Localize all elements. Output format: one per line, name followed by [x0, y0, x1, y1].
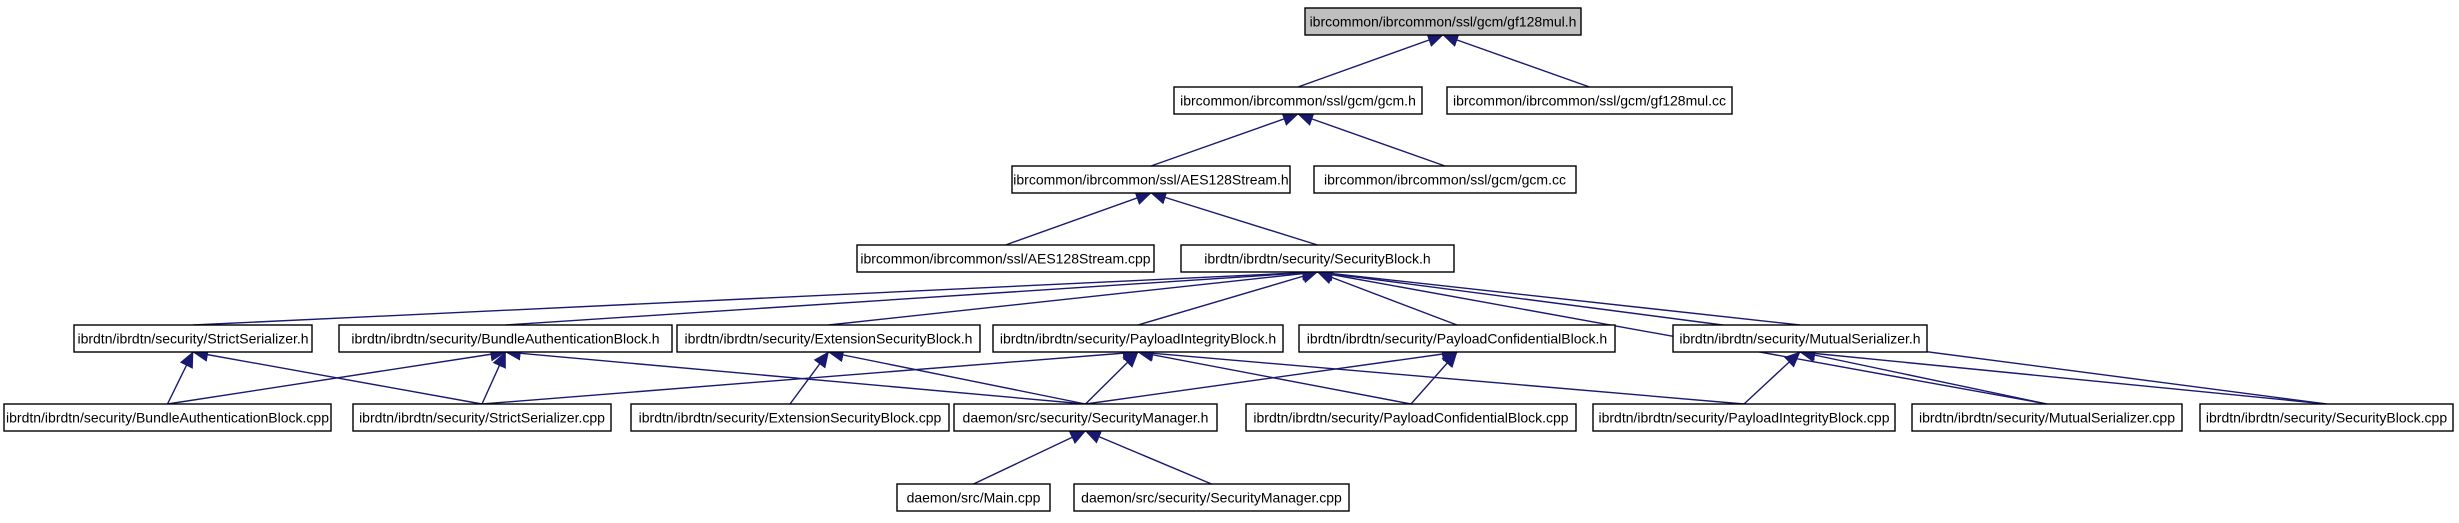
node-box[interactable]	[1672, 324, 1928, 353]
node-label: ibrdtn/ibrdtn/security/PayloadConfidenti…	[1253, 410, 1568, 426]
node-payloadconf_h[interactable]: ibrdtn/ibrdtn/security/PayloadConfidenti…	[1298, 324, 1616, 353]
edge-payloadconf_cpp-to-payloadconf_h	[1410, 351, 1458, 405]
edge-aes128stream_h-to-gcm_h	[1150, 112, 1299, 167]
edge-secmgr_h-to-payloadint_h	[1085, 351, 1139, 405]
edge-bundleauth_h-to-securityblock_h	[505, 265, 1319, 326]
node-label: ibrcommon/ibrcommon/ssl/gcm/gcm.h	[1180, 93, 1416, 109]
node-extsec_cpp[interactable]: ibrdtn/ibrdtn/security/ExtensionSecurity…	[630, 403, 950, 432]
node-mutualser_cpp[interactable]: ibrdtn/ibrdtn/security/MutualSerializer.…	[1911, 403, 2183, 432]
node-aes128stream_cpp[interactable]: ibrcommon/ibrcommon/ssl/AES128Stream.cpp	[856, 244, 1155, 273]
edge-extsec_h-to-securityblock_h	[828, 266, 1319, 326]
node-payloadint_cpp[interactable]: ibrdtn/ibrdtn/security/PayloadIntegrityB…	[1592, 403, 1896, 432]
node-label: ibrdtn/ibrdtn/security/PayloadIntegrityB…	[1598, 410, 1889, 426]
node-box[interactable]	[1011, 165, 1291, 194]
node-box[interactable]	[676, 324, 981, 353]
node-box[interactable]	[896, 483, 1051, 512]
node-bundleauth_h[interactable]: ibrdtn/ibrdtn/security/BundleAuthenticat…	[338, 324, 673, 353]
node-box[interactable]	[1073, 483, 1350, 512]
node-label: ibrdtn/ibrdtn/security/SecurityBlock.cpp	[2206, 410, 2447, 426]
node-label: daemon/src/security/SecurityManager.cpp	[1081, 490, 1342, 506]
edge-secmgr_h-to-extsec_h	[827, 347, 1086, 405]
node-label: ibrdtn/ibrdtn/security/BundleAuthenticat…	[351, 331, 659, 347]
edge-gcm_cc-to-gcm_h	[1297, 112, 1446, 167]
edge-mutualser_h-to-securityblock_h	[1316, 266, 1801, 326]
node-label: ibrdtn/ibrdtn/security/StrictSerializer.…	[77, 331, 308, 347]
edge-bundleauth_cpp-to-strictserializer_h	[166, 351, 194, 405]
node-main_cpp[interactable]: daemon/src/Main.cpp	[896, 483, 1051, 512]
edge-bundleauth_cpp-to-bundleauth_h	[167, 347, 507, 405]
node-gf128mul_h[interactable]: ibrcommon/ibrcommon/ssl/gcm/gf128mul.h	[1304, 7, 1582, 36]
node-box[interactable]	[1180, 244, 1455, 273]
node-box[interactable]	[1304, 7, 1582, 36]
edge-gf128mul_cc-to-gf128mul_h	[1442, 33, 1590, 88]
node-label: ibrcommon/ibrcommon/ssl/gcm/gcm.cc	[1324, 172, 1566, 188]
node-box[interactable]	[992, 324, 1284, 353]
node-secmgr_h[interactable]: daemon/src/security/SecurityManager.h	[953, 403, 1218, 432]
node-box[interactable]	[73, 324, 313, 353]
node-payloadint_h[interactable]: ibrdtn/ibrdtn/security/PayloadIntegrityB…	[992, 324, 1284, 353]
node-gcm_cc[interactable]: ibrcommon/ibrcommon/ssl/gcm/gcm.cc	[1313, 165, 1577, 194]
node-box[interactable]	[352, 403, 612, 432]
node-label: ibrdtn/ibrdtn/security/MutualSerializer.…	[1679, 331, 1920, 347]
edge-securityblock_cpp-to-mutualser_h	[1799, 346, 2327, 405]
edge-secmgr_cpp-to-secmgr_h	[1084, 430, 1212, 485]
node-payloadconf_cpp[interactable]: ibrdtn/ibrdtn/security/PayloadConfidenti…	[1245, 403, 1577, 432]
edge-payloadint_cpp-to-mutualser_h	[1743, 351, 1801, 405]
node-label: ibrdtn/ibrdtn/security/StrictSerializer.…	[359, 410, 605, 426]
edge-aes128stream_cpp-to-aes128stream_h	[1005, 191, 1152, 246]
edge-payloadconf_h-to-securityblock_h	[1316, 270, 1458, 326]
node-strictserializer_h[interactable]: ibrdtn/ibrdtn/security/StrictSerializer.…	[73, 324, 313, 353]
node-box[interactable]	[856, 244, 1155, 273]
node-label: ibrdtn/ibrdtn/security/ExtensionSecurity…	[639, 410, 942, 426]
node-secmgr_cpp[interactable]: daemon/src/security/SecurityManager.cpp	[1073, 483, 1350, 512]
edge-secmgr_h-to-payloadconf_h	[1085, 346, 1458, 405]
node-label: ibrdtn/ibrdtn/security/ExtensionSecurity…	[685, 331, 973, 347]
node-box[interactable]	[1173, 86, 1423, 115]
node-label: daemon/src/Main.cpp	[907, 490, 1041, 506]
node-securityblock_cpp[interactable]: ibrdtn/ibrdtn/security/SecurityBlock.cpp	[2199, 403, 2454, 432]
node-box[interactable]	[338, 324, 673, 353]
node-box[interactable]	[1911, 403, 2183, 432]
node-box[interactable]	[953, 403, 1218, 432]
node-box[interactable]	[1446, 86, 1733, 115]
node-box[interactable]	[630, 403, 950, 432]
edge-secmgr_h-to-bundleauth_h	[504, 346, 1086, 405]
edge-payloadint_cpp-to-payloadint_h	[1137, 346, 1745, 405]
node-box[interactable]	[3, 403, 332, 432]
edge-strictserializer_cpp-to-bundleauth_h	[481, 351, 507, 405]
node-box[interactable]	[1245, 403, 1577, 432]
edge-main_cpp-to-secmgr_h	[973, 430, 1087, 485]
node-label: ibrdtn/ibrdtn/security/PayloadIntegrityB…	[1000, 331, 1276, 347]
edge-gcm_h-to-gf128mul_h	[1297, 33, 1444, 88]
node-box[interactable]	[1313, 165, 1577, 194]
edge-securityblock_h-to-aes128stream_h	[1150, 190, 1318, 246]
edge-payloadint_h-to-securityblock_h	[1137, 269, 1319, 326]
node-label: ibrdtn/ibrdtn/security/MutualSerializer.…	[1919, 410, 2175, 426]
node-label: ibrcommon/ibrcommon/ssl/gcm/gf128mul.cc	[1453, 93, 1726, 109]
edge-strictserializer_cpp-to-payloadint_h	[481, 346, 1139, 405]
node-strictserializer_cpp[interactable]: ibrdtn/ibrdtn/security/StrictSerializer.…	[352, 403, 612, 432]
node-label: ibrdtn/ibrdtn/security/PayloadConfidenti…	[1307, 331, 1607, 347]
node-extsec_h[interactable]: ibrdtn/ibrdtn/security/ExtensionSecurity…	[676, 324, 981, 353]
edge-strictserializer_h-to-securityblock_h	[192, 265, 1319, 326]
node-box[interactable]	[1298, 324, 1616, 353]
edge-mutualser_cpp-to-mutualser_h	[1799, 348, 2048, 405]
node-gf128mul_cc[interactable]: ibrcommon/ibrcommon/ssl/gcm/gf128mul.cc	[1446, 86, 1733, 115]
node-mutualser_h[interactable]: ibrdtn/ibrdtn/security/MutualSerializer.…	[1672, 324, 1928, 353]
node-bundleauth_cpp[interactable]: ibrdtn/ibrdtn/security/BundleAuthenticat…	[3, 403, 332, 432]
node-box[interactable]	[1592, 403, 1896, 432]
node-label: ibrcommon/ibrcommon/ssl/AES128Stream.h	[1013, 172, 1288, 188]
node-box[interactable]	[2199, 403, 2454, 432]
node-label: daemon/src/security/SecurityManager.h	[963, 410, 1209, 426]
node-label: ibrcommon/ibrcommon/ssl/AES128Stream.cpp	[860, 251, 1150, 267]
node-aes128stream_h[interactable]: ibrcommon/ibrcommon/ssl/AES128Stream.h	[1011, 165, 1291, 194]
node-label: ibrdtn/ibrdtn/security/BundleAuthenticat…	[6, 410, 329, 426]
node-layer: ibrcommon/ibrcommon/ssl/gcm/gf128mul.h ib…	[3, 7, 2454, 512]
node-label: ibrcommon/ibrcommon/ssl/gcm/gf128mul.h	[1310, 14, 1577, 30]
node-label: ibrdtn/ibrdtn/security/SecurityBlock.h	[1204, 251, 1430, 267]
node-gcm_h[interactable]: ibrcommon/ibrcommon/ssl/gcm/gcm.h	[1173, 86, 1423, 115]
node-securityblock_h[interactable]: ibrdtn/ibrdtn/security/SecurityBlock.h	[1180, 244, 1455, 273]
